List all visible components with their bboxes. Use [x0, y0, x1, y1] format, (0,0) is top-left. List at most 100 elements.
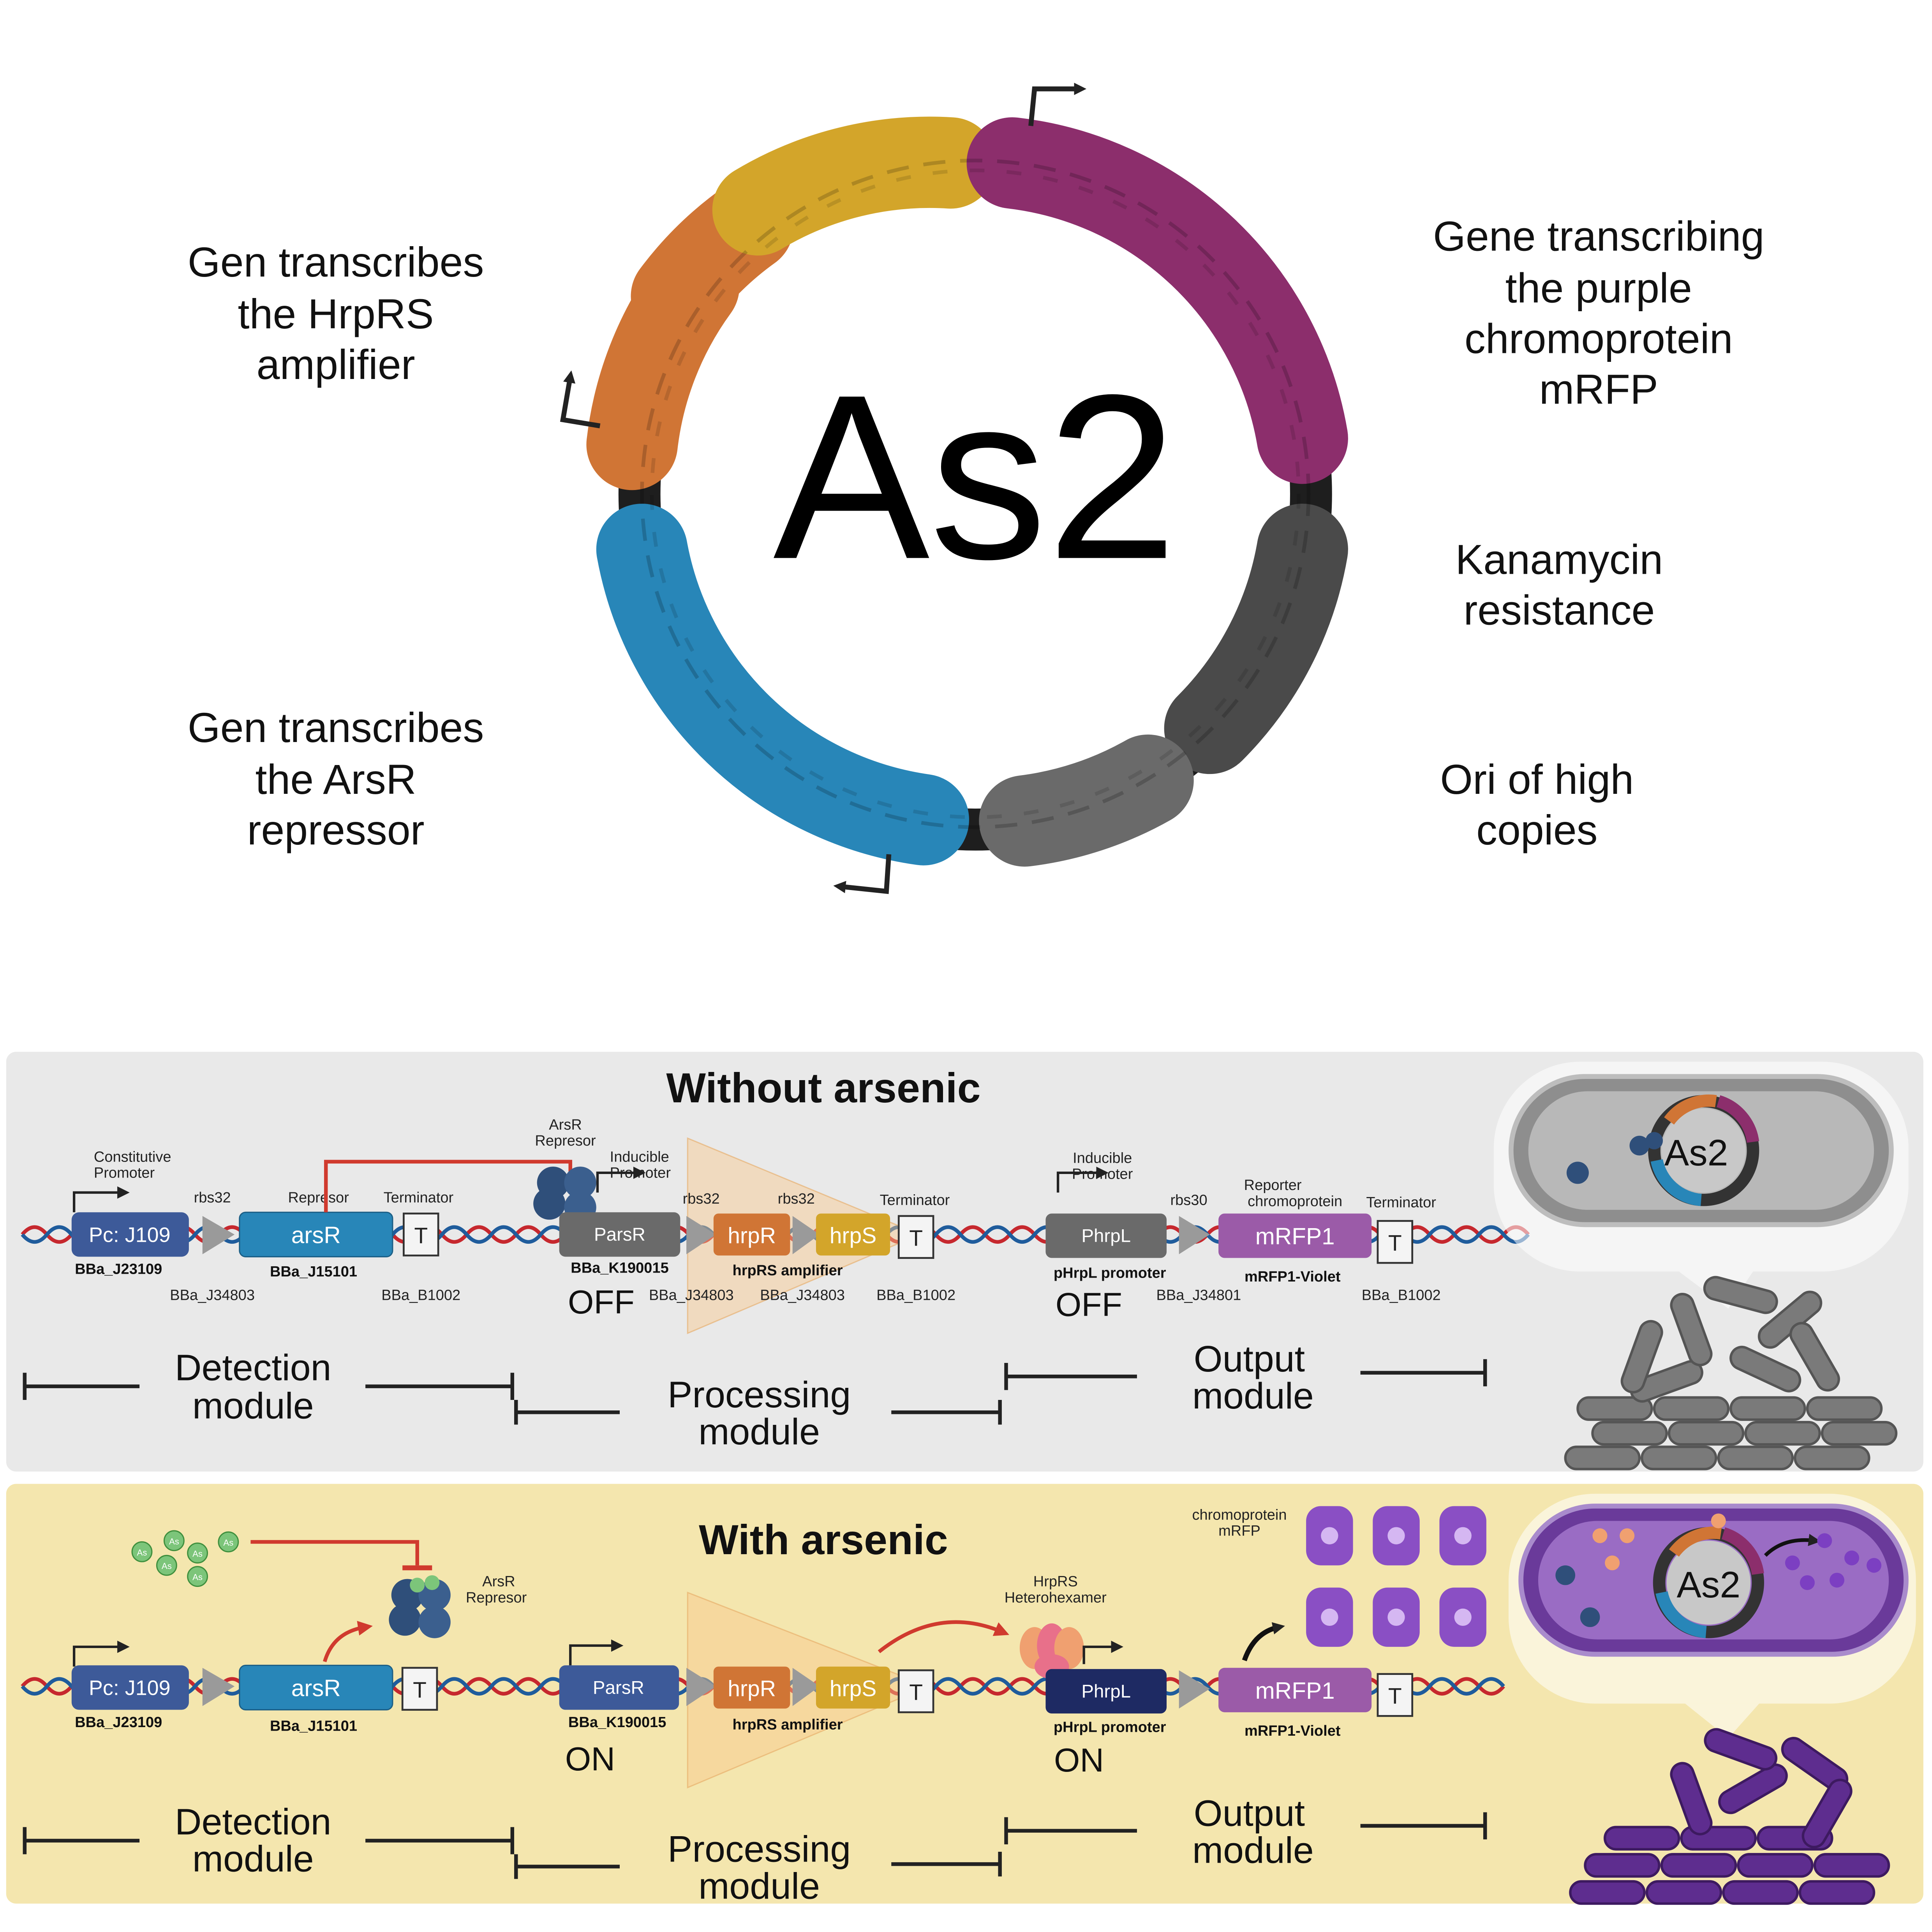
svg-text:BBa_K190015: BBa_K190015: [571, 1260, 669, 1276]
svg-text:mRFP1: mRFP1: [1255, 1223, 1335, 1250]
svg-text:hrpR: hrpR: [728, 1223, 776, 1248]
promoter-parsr: [559, 1665, 679, 1710]
svg-text:Terminator: Terminator: [1366, 1195, 1436, 1211]
svg-text:hrpR: hrpR: [728, 1676, 776, 1701]
svg-text:pHrpL promoter: pHrpL promoter: [1054, 1719, 1166, 1736]
svg-text:Promoter: Promoter: [610, 1165, 671, 1181]
label-mrfp-line2: the purple: [1505, 264, 1692, 311]
bacteria-pile-purple: [1569, 1728, 1890, 1905]
rbs-icon: [686, 1216, 716, 1255]
label-arsr-line2: the ArsR: [255, 756, 416, 803]
label-mrfp-line1: Gene transcribing: [1433, 212, 1764, 259]
rbs-icon: [686, 1668, 716, 1706]
promoter-phrpl: [1045, 1669, 1167, 1714]
label-hrprs-line1: Gen transcribes: [188, 238, 484, 286]
svg-text:As: As: [137, 1548, 147, 1557]
svg-text:hrpS: hrpS: [830, 1223, 876, 1248]
dna-helix-texture: [640, 159, 1311, 829]
gene-hrps: [816, 1666, 890, 1709]
panel-without-title: Without arsenic: [666, 1064, 980, 1111]
promoter-phrpl: [1045, 1213, 1167, 1258]
segment-hrprs: [586, 241, 740, 490]
activation-arrow: [878, 1620, 1010, 1653]
svg-text:Detection: Detection: [175, 1347, 331, 1388]
promoter-parsr: [559, 1212, 680, 1257]
svg-text:rbs32: rbs32: [683, 1191, 720, 1207]
svg-text:BBa_J34803: BBa_J34803: [170, 1287, 255, 1303]
svg-text:HrpRS: HrpRS: [1033, 1574, 1078, 1590]
label-hrprs-line2: the HrpRS: [238, 290, 434, 337]
svg-text:Detection: Detection: [175, 1802, 331, 1843]
svg-text:Output: Output: [1194, 1793, 1305, 1834]
segment-mrfp: [966, 117, 1348, 484]
label-mrfp-line3: chromoprotein: [1465, 315, 1733, 362]
svg-text:Inducible: Inducible: [610, 1149, 669, 1165]
rbs-icon: [792, 1216, 820, 1255]
promoter-arrow-icon: [833, 854, 892, 894]
svg-text:Promoter: Promoter: [1072, 1166, 1133, 1183]
arsenic-ions: As As As As As As: [131, 1530, 239, 1587]
promoter-arrow-icon: [72, 1186, 130, 1213]
svg-text:BBa_J34803: BBa_J34803: [760, 1287, 845, 1303]
svg-text:As: As: [162, 1561, 172, 1571]
svg-text:rbs32: rbs32: [194, 1190, 231, 1206]
label-ori-line1: Ori of high: [1440, 756, 1634, 803]
gene-arsr: [239, 1211, 393, 1257]
panel-without-arsenic: Without arsenic Constitutive Promoter Pc…: [6, 1052, 1923, 1472]
svg-text:arsR: arsR: [291, 1675, 341, 1701]
promoter-arrow-icon: [1082, 1641, 1124, 1664]
segment-arsr: [596, 504, 969, 866]
svg-text:PhrpL: PhrpL: [1081, 1225, 1131, 1246]
svg-text:PhrpL: PhrpL: [1081, 1681, 1131, 1702]
panel-with-arsenic: With arsenic As As As As As As: [6, 1484, 1923, 1907]
promoter-j109: [71, 1665, 189, 1710]
segment-ori: [979, 734, 1194, 867]
label-hrprs-line3: amplifier: [256, 341, 415, 388]
terminator-icon: [1377, 1673, 1414, 1717]
svg-text:Promoter: Promoter: [94, 1165, 155, 1181]
bacteria-pile-gray: [1564, 1276, 1898, 1470]
label-mrfp-line4: mRFP: [1539, 365, 1658, 412]
svg-text:T: T: [909, 1680, 923, 1705]
svg-text:Reporter: Reporter: [1244, 1177, 1302, 1193]
svg-text:module: module: [1192, 1375, 1314, 1417]
svg-text:module: module: [192, 1839, 314, 1880]
panel-without-bg: [6, 1052, 1923, 1472]
svg-text:T: T: [413, 1678, 427, 1703]
module-brackets: [23, 1812, 1487, 1879]
svg-text:Heterohexamer: Heterohexamer: [1005, 1590, 1107, 1606]
svg-text:BBa_B1002: BBa_B1002: [1362, 1287, 1441, 1303]
label-ori-line2: copies: [1476, 806, 1597, 853]
panel-with-title: With arsenic: [699, 1516, 948, 1563]
rbs-icon: [1179, 1216, 1210, 1255]
svg-text:mRFP1: mRFP1: [1255, 1677, 1335, 1704]
rbs-icon: [792, 1668, 820, 1706]
plasmid-map: As2 Gen transcribes the HrpRS amplifier …: [188, 83, 1765, 894]
svg-text:module: module: [1192, 1830, 1314, 1871]
svg-text:Processing: Processing: [668, 1374, 851, 1416]
expression-arrow: [1242, 1622, 1285, 1661]
svg-text:As: As: [169, 1537, 179, 1546]
svg-text:module: module: [698, 1865, 820, 1907]
svg-text:BBa_J15101: BBa_J15101: [270, 1264, 357, 1280]
svg-text:chromoprotein: chromoprotein: [1192, 1507, 1287, 1523]
state-off: OFF: [568, 1284, 635, 1321]
label-arsr-line1: Gen transcribes: [188, 704, 484, 751]
terminator-icon: [897, 1669, 934, 1713]
segment-gold: [712, 116, 996, 256]
terminator-icon: [402, 1213, 439, 1257]
terminator-icon: [1377, 1220, 1414, 1264]
mini-plasmid-name: As2: [1664, 1132, 1728, 1174]
expression-arrow: [323, 1621, 373, 1662]
label-kan-line1: Kanamycin: [1455, 536, 1663, 583]
inhibition-line: [250, 1540, 419, 1565]
label-arsr-line3: repressor: [247, 806, 425, 853]
mini-plasmid-name: As2: [1676, 1564, 1740, 1606]
label-kan-line2: resistance: [1463, 587, 1655, 634]
svg-text:mRFP1-Violet: mRFP1-Violet: [1245, 1723, 1341, 1739]
svg-text:BBa_J34803: BBa_J34803: [649, 1287, 734, 1303]
svg-text:T: T: [1388, 1684, 1402, 1709]
gene-arsr: [239, 1664, 393, 1711]
svg-text:mRFP1-Violet: mRFP1-Violet: [1245, 1269, 1341, 1285]
